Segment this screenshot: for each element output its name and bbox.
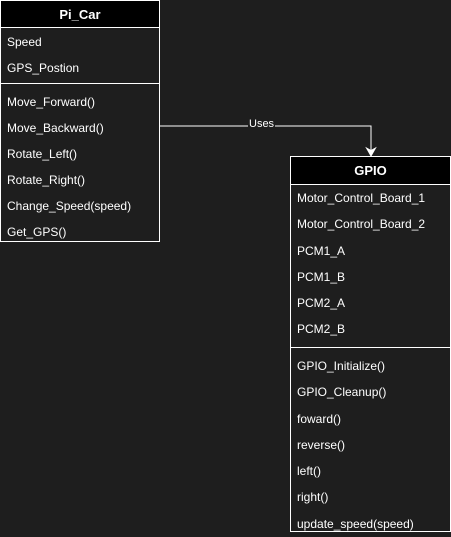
- uses-label: Uses: [248, 118, 276, 130]
- attribute-motor-control-board-1: Motor_Control_Board_1: [297, 191, 426, 205]
- operation-rotate-left: Rotate_Left(): [7, 147, 78, 161]
- operation-gpio-initialize: GPIO_Initialize(): [297, 359, 386, 373]
- class-gpio[interactable]: GPIO Motor_Control_Board_1 Motor_Control…: [290, 156, 451, 532]
- attribute-pcm2-a: PCM2_A: [297, 296, 346, 311]
- class-gpio-operations: GPIO_Initialize() GPIO_Cleanup() foward(…: [291, 348, 450, 537]
- class-gpio-attributes: Motor_Control_Board_1 Motor_Control_Boar…: [291, 185, 450, 348]
- class-pi-car-attributes: Speed GPS_Postion: [1, 28, 159, 84]
- operation-right: right(): [297, 490, 329, 505]
- operation-reverse: reverse(): [297, 437, 346, 452]
- attribute-pcm2-b: PCM2_B: [297, 322, 346, 337]
- class-pi-car[interactable]: Pi_Car Speed GPS_Postion Move_Forward() …: [0, 0, 160, 242]
- operation-move-backward: Move_Backward(): [7, 121, 104, 135]
- attribute-pcm1-b: PCM1_B: [297, 269, 346, 284]
- operation-update-speed: update_speed(speed): [297, 516, 414, 531]
- uses-line: [160, 125, 372, 150]
- operation-foward: foward(): [297, 411, 342, 426]
- operation-move-forward: Move_Forward(): [7, 95, 96, 109]
- uses-arrowhead-icon: [365, 146, 377, 158]
- class-pi-car-operations: Move_Forward() Move_Backward() Rotate_Le…: [1, 84, 159, 245]
- operation-change-speed: Change_Speed(speed): [7, 199, 132, 213]
- class-pi-car-title: Pi_Car: [1, 1, 159, 28]
- operation-left: left(): [297, 464, 321, 479]
- operation-gpio-cleanup: GPIO_Cleanup(): [297, 385, 387, 400]
- attribute-motor-control-board-2: Motor_Control_Board_2: [297, 217, 426, 232]
- attribute-pcm1-a: PCM1_A: [297, 243, 346, 258]
- attribute-speed: Speed: [7, 35, 42, 49]
- attribute-gps-postion: GPS_Postion: [7, 61, 80, 75]
- operation-get-gps: Get_GPS(): [7, 225, 67, 239]
- operation-rotate-right: Rotate_Right(): [7, 173, 86, 187]
- class-gpio-title: GPIO: [291, 157, 450, 185]
